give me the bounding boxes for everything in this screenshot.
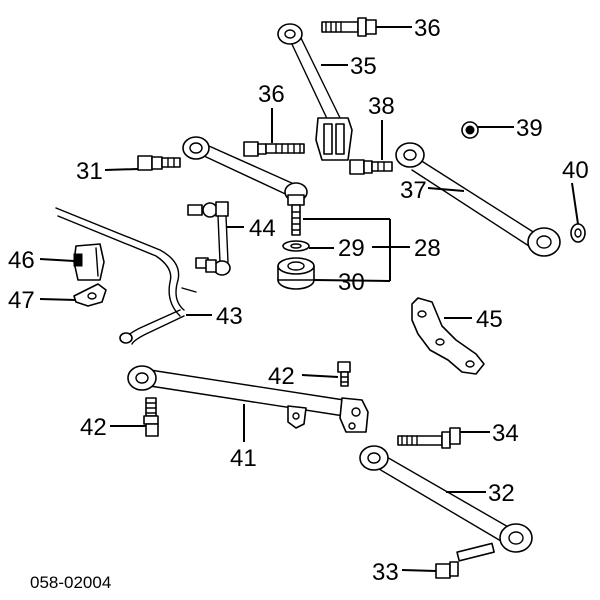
- washer-40: [570, 223, 586, 243]
- bracket-45: [411, 297, 485, 375]
- callout-28: 28: [414, 235, 441, 262]
- stabilizer-link-44: [187, 201, 231, 276]
- bracket-47: [73, 283, 107, 307]
- callout-31: 31: [76, 158, 103, 185]
- bolt-28: [287, 194, 305, 236]
- callout-40: 40: [562, 157, 589, 184]
- stabilizer-bar-43: [55, 207, 197, 345]
- callout-47: 47: [8, 287, 35, 314]
- upper-control-arm-35: [277, 23, 353, 161]
- callout-43: 43: [216, 303, 243, 330]
- callout-37: 37: [400, 177, 427, 204]
- washer-29: [282, 240, 310, 252]
- callout-29: 29: [338, 235, 365, 262]
- callout-33: 33: [372, 559, 399, 586]
- callout-32: 32: [488, 480, 515, 507]
- callout-45: 45: [476, 306, 503, 333]
- callout-42-right: 42: [268, 363, 295, 390]
- bolt-42-left: [143, 397, 159, 437]
- callout-38: 38: [368, 93, 395, 120]
- bolt-33: [435, 542, 495, 579]
- bolt-34: [397, 427, 461, 449]
- bolt-38: [349, 159, 393, 175]
- bolt-42-right: [337, 361, 351, 387]
- callout-34: 34: [492, 420, 519, 447]
- callout-42-left: 42: [80, 414, 107, 441]
- callout-35: 35: [350, 53, 377, 80]
- control-arm-37: [395, 142, 561, 257]
- callout-44: 44: [249, 215, 276, 242]
- control-arm-32: [359, 445, 533, 553]
- callout-36-top: 36: [414, 15, 441, 42]
- callout-41: 41: [230, 445, 257, 472]
- callout-36-middle: 36: [258, 81, 285, 108]
- bolt-36-middle: [243, 141, 305, 157]
- collar-39: [461, 121, 479, 139]
- callout-30: 30: [338, 269, 365, 296]
- diagram-code: 058-02004: [30, 573, 111, 592]
- leader-lines: [39, 26, 579, 572]
- bolt-31: [137, 155, 181, 171]
- bolt-36-top: [321, 17, 377, 37]
- lower-control-arm-41: [127, 365, 369, 433]
- callout-39: 39: [516, 115, 543, 142]
- callout-labels: 36 35 36 38 39 40 31 37 44 29 28 46 30 4…: [8, 15, 589, 586]
- callout-46: 46: [8, 247, 35, 274]
- bushing-30: [277, 257, 315, 290]
- bushing-46: [73, 243, 105, 281]
